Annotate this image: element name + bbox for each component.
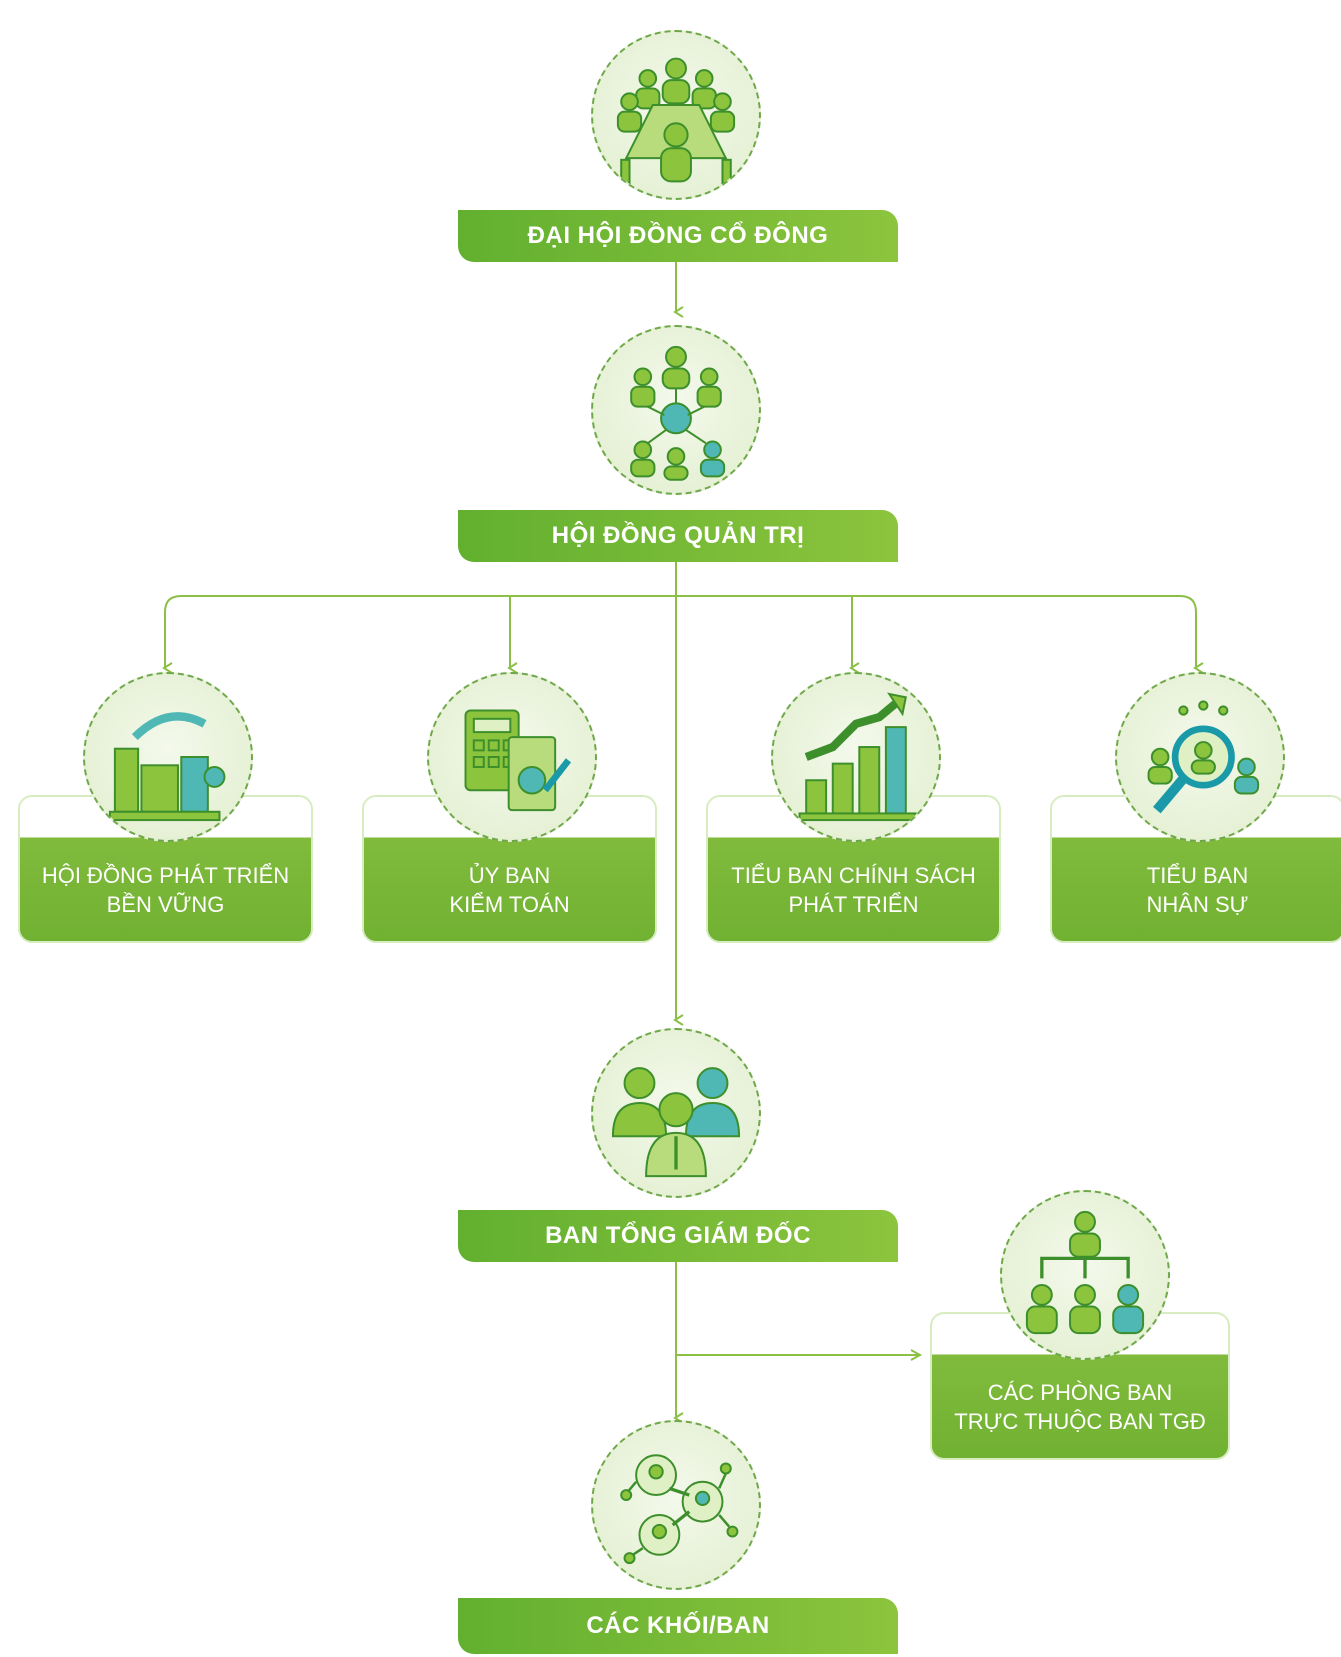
executive-label: BAN TỔNG GIÁM ĐỐC	[545, 1222, 811, 1249]
team-network-icon	[591, 325, 761, 495]
sustainable-factory-icon	[83, 672, 253, 842]
boardroom-meeting-icon	[591, 30, 761, 200]
growth-chart-icon	[771, 672, 941, 842]
board-bar: HỘI ĐỒNG QUẢN TRỊ	[458, 510, 898, 562]
divisions-bar: CÁC KHỐI/BAN	[458, 1598, 898, 1654]
executive-team-icon	[591, 1028, 761, 1198]
connected-people-icon	[591, 1420, 761, 1590]
general-meeting-bar: ĐẠI HỘI ĐỒNG CỔ ĐÔNG	[458, 210, 898, 262]
committee-branch-line	[164, 595, 1197, 668]
divisions-label: CÁC KHỐI/BAN	[586, 1612, 770, 1639]
audit-calculator-icon	[427, 672, 597, 842]
board-label: HỘI ĐỒNG QUẢN TRỊ	[551, 522, 805, 549]
recruitment-search-icon	[1115, 672, 1285, 842]
org-hierarchy-icon	[1000, 1190, 1170, 1360]
executive-bar: BAN TỔNG GIÁM ĐỐC	[458, 1210, 898, 1262]
general-meeting-label: ĐẠI HỘI ĐỒNG CỔ ĐÔNG	[527, 222, 829, 249]
